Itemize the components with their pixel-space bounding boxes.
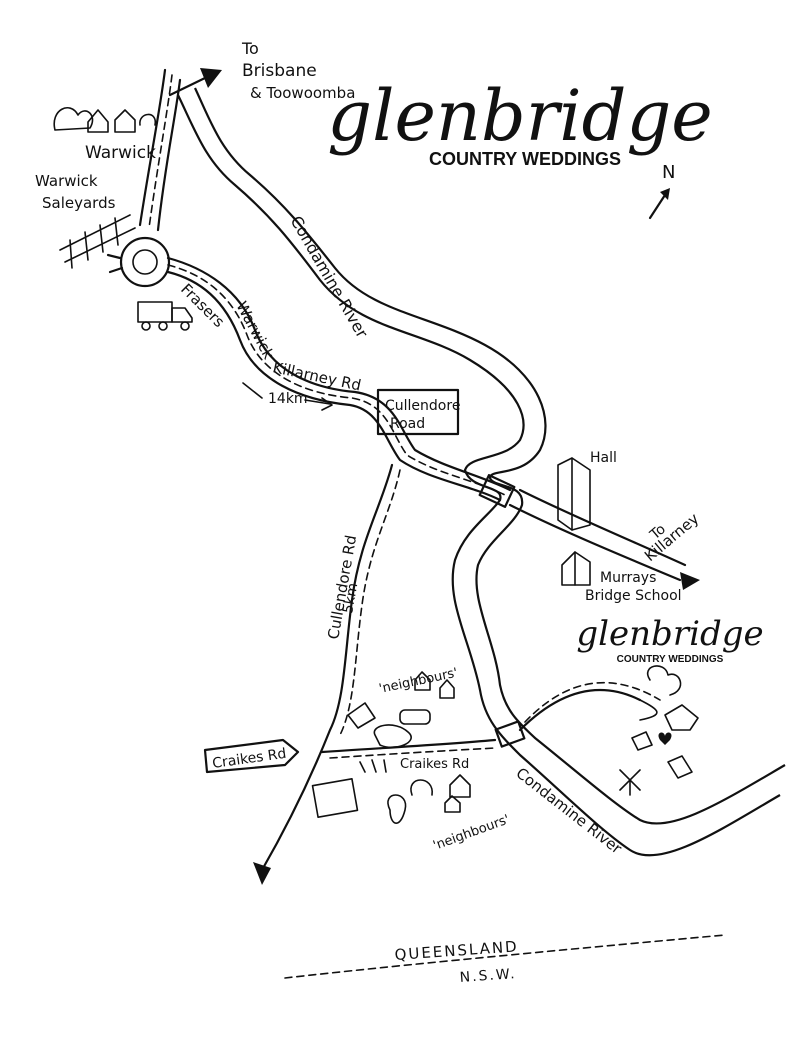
compass-north-icon: N [648,162,675,220]
label-hall: Hall [590,450,617,466]
craikes-road [320,681,661,759]
cullendore-road-sign [376,388,460,436]
truck-icon [137,301,193,331]
label-condamine-bottom: Condamine River [513,764,626,858]
warwick-town-icon [53,107,156,133]
label-wk-rd-1: Warwick [232,298,277,362]
cullendore-road [253,463,401,885]
label-saleyards-1: Warwick [35,172,98,190]
windmill-icon [619,769,641,796]
neighbours-houses-bottom-icon [311,759,471,824]
label-warwick: Warwick [85,143,156,163]
svg-text:glenbridge: glenbridge [576,614,763,654]
label-craikes-rd: Craikes Rd [400,757,469,772]
label-condamine-top: Condamine River [287,213,372,342]
neighbours-houses-top-icon [347,671,455,749]
label-wk-rd-2: Killarney Rd [271,358,363,394]
hall-icon [557,457,591,531]
state-border: QUEENSLAND N.S.W. [284,934,726,986]
svg-text:N: N [662,162,675,183]
saleyards-fence-icon [59,214,136,269]
heart-icon [658,732,672,745]
label-to-brisbane-1: To [241,39,259,58]
label-murrays-2: Bridge School [585,588,682,604]
label-to-killarney-2: Killarney [641,509,702,565]
label-nsw: N.S.W. [459,966,517,986]
svg-text:COUNTRY WEDDINGS: COUNTRY WEDDINGS [617,654,724,665]
brand-tagline: COUNTRY WEDDINGS [429,149,621,169]
label-murrays-1: Murrays [600,570,656,586]
label-neighbours-bottom: 'neighbours' [431,812,511,853]
label-saleyards-2: Saleyards [42,194,116,212]
label-to-brisbane-3: & Toowoomba [250,84,355,102]
label-14km: 14km [268,391,308,407]
brand-name: glenbridge [327,75,712,157]
school-icon [561,551,591,586]
venue-logo-icon: glenbridge COUNTRY WEDDINGS [576,614,763,665]
venue-buildings-icon [619,665,699,796]
warwick-killarney-road [106,68,700,748]
label-to-brisbane-2: Brisbane [242,61,317,81]
craikes-road-sign [203,738,300,774]
label-cullendore-sign-2: Road [390,416,425,432]
label-5km: 5km [340,582,361,615]
label-cullendore-sign-1: Cullendore [385,398,460,414]
brand-logo: glenbridge COUNTRY WEDDINGS [327,75,712,169]
